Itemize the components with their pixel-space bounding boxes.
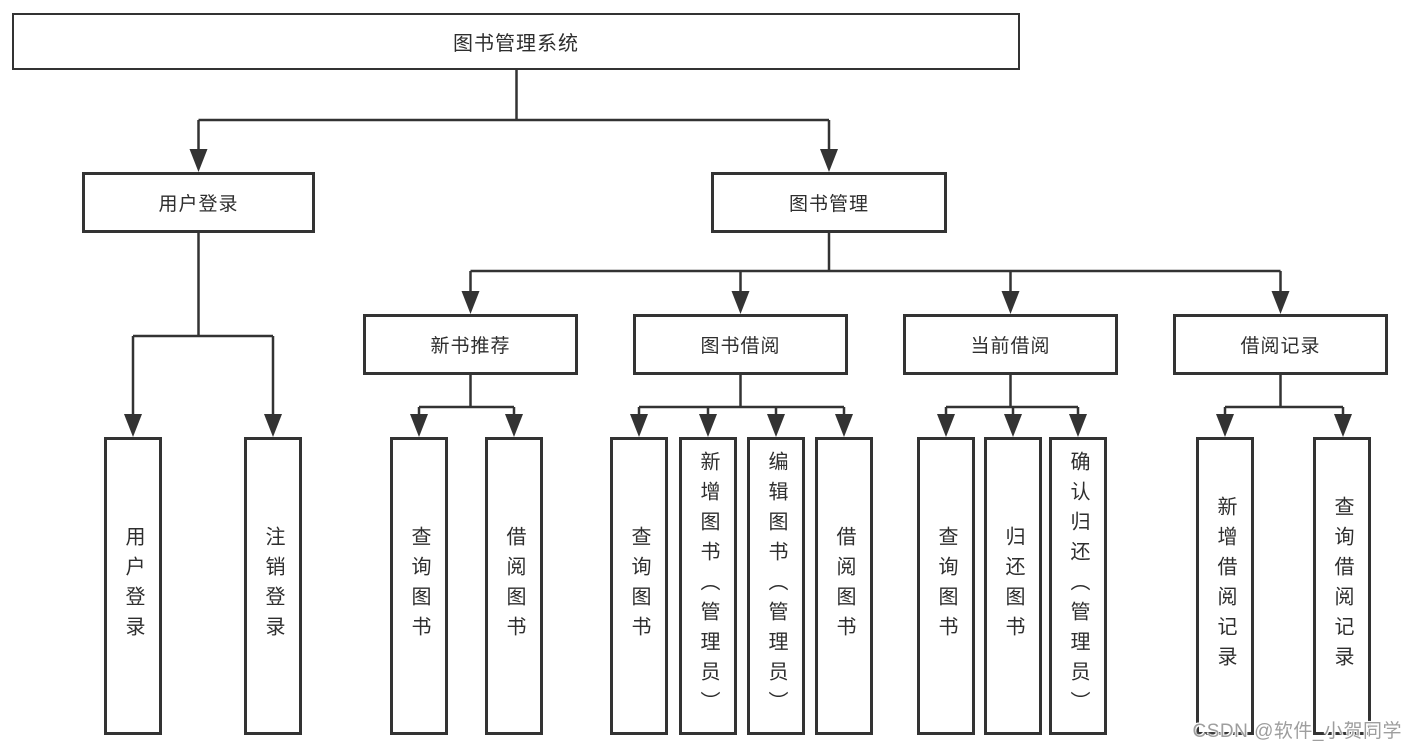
- arrowhead: [1001, 291, 1020, 314]
- arrowhead: [1069, 414, 1087, 437]
- leaf-label: 新增图书（管理员）: [697, 451, 719, 721]
- node-borrowing-records: 借阅记录: [1173, 314, 1388, 375]
- arrowhead: [699, 414, 717, 437]
- arrowhead: [124, 414, 142, 437]
- leaf-borrow-books: 借阅图书: [815, 437, 873, 735]
- node-label: 新书推荐: [430, 336, 511, 357]
- csdn-watermark: CSDN @软件_小贺同学: [1192, 721, 1402, 742]
- leaf-borrow-books-recommend: 借阅图书: [485, 437, 543, 735]
- leaf-label: 编辑图书（管理员）: [765, 451, 787, 721]
- leaf-label: 查询图书: [935, 526, 957, 646]
- leaf-label: 借阅图书: [833, 526, 855, 646]
- leaf-confirm-return-admin: 确认归还（管理员）: [1049, 437, 1107, 735]
- leaf-user-login: 用户登录: [104, 437, 162, 735]
- arrowhead: [767, 414, 785, 437]
- leaf-label: 查询图书: [628, 526, 650, 646]
- leaf-label: 注销登录: [262, 526, 284, 646]
- node-label: 用户登录: [158, 194, 239, 215]
- leaf-query-books-current: 查询图书: [917, 437, 975, 735]
- leaf-label: 查询图书: [408, 526, 430, 646]
- arrowheads: [124, 149, 1352, 437]
- leaf-label: 查询借阅记录: [1331, 496, 1353, 676]
- leaf-label: 用户登录: [122, 526, 144, 646]
- arrowhead: [505, 414, 523, 437]
- node-label: 图书借阅: [700, 336, 781, 357]
- arrowhead: [1216, 414, 1234, 437]
- leaf-query-books-borrow: 查询图书: [610, 437, 668, 735]
- leaf-label: 归还图书: [1002, 526, 1024, 646]
- node-label: 借阅记录: [1240, 336, 1321, 357]
- leaf-query-borrow-record: 查询借阅记录: [1313, 437, 1371, 735]
- node-library-management-system: 图书管理系统: [12, 13, 1020, 70]
- leaf-edit-books-admin: 编辑图书（管理员）: [747, 437, 805, 735]
- leaf-label: 借阅图书: [503, 526, 525, 646]
- arrowhead: [410, 414, 428, 437]
- node-book-management: 图书管理: [711, 172, 947, 233]
- leaf-logout: 注销登录: [244, 437, 302, 735]
- arrowhead: [630, 414, 648, 437]
- node-label: 图书管理: [788, 194, 869, 215]
- arrowhead: [461, 291, 480, 314]
- node-user-login: 用户登录: [82, 172, 315, 233]
- tree-edges: [131, 70, 1345, 416]
- leaf-label: 确认归还（管理员）: [1067, 451, 1089, 721]
- arrowhead: [835, 414, 853, 437]
- arrowhead: [820, 149, 838, 172]
- arrowhead: [264, 414, 282, 437]
- arrowhead: [1334, 414, 1352, 437]
- leaf-query-books-recommend: 查询图书: [390, 437, 448, 735]
- node-label: 图书管理系统: [453, 33, 579, 55]
- leaf-return-books: 归还图书: [984, 437, 1042, 735]
- arrowhead: [1271, 291, 1290, 314]
- arrowhead: [731, 291, 750, 314]
- node-current-borrowing: 当前借阅: [903, 314, 1118, 375]
- leaf-add-borrow-record: 新增借阅记录: [1196, 437, 1254, 735]
- leaf-label: 新增借阅记录: [1214, 496, 1236, 676]
- arrowhead: [937, 414, 955, 437]
- node-new-book-recommendation: 新书推荐: [363, 314, 578, 375]
- arrowhead: [1004, 414, 1022, 437]
- leaf-add-books-admin: 新增图书（管理员）: [679, 437, 737, 735]
- node-book-borrowing: 图书借阅: [633, 314, 848, 375]
- node-label: 当前借阅: [970, 336, 1051, 357]
- arrowhead: [189, 149, 208, 172]
